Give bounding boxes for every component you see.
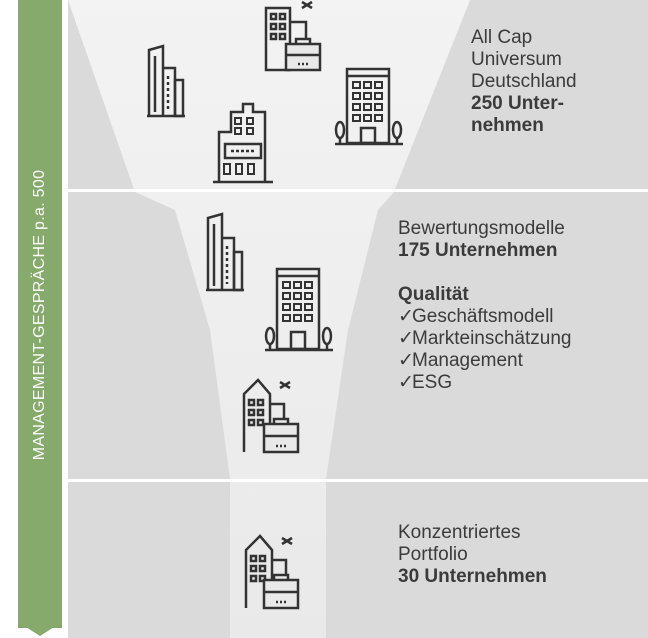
- stage-line: Universum: [471, 49, 562, 70]
- check-icon: ✓: [398, 306, 414, 327]
- side-banner-arrow: [18, 622, 62, 636]
- stage-universe-text: All Cap Universum Deutschland 250 Unter-…: [471, 27, 577, 137]
- stage-portfolio-text: Konzentriertes Portfolio 30 Unternehmen: [398, 522, 547, 588]
- check-icon: ✓: [398, 328, 414, 349]
- office-with-briefcase-icon: [240, 372, 302, 454]
- stage-line: Bewertungsmodelle: [398, 218, 565, 239]
- skyscraper-icon: [209, 98, 277, 184]
- criterion-item: ✓Geschäftsmodell: [398, 306, 554, 327]
- side-banner: [18, 0, 62, 628]
- skyscraper-icon: [263, 266, 335, 354]
- office-with-briefcase-icon: [242, 528, 302, 610]
- office-building-icon: [333, 66, 405, 148]
- stage-line: Portfolio: [398, 544, 468, 565]
- check-icon: ✓: [398, 372, 414, 393]
- stage-valuation-text: Bewertungsmodelle 175 Unternehmen Qualit…: [398, 218, 648, 394]
- company-count: 175 Unternehmen: [398, 240, 558, 261]
- office-with-briefcase-icon: [262, 0, 324, 72]
- quality-title: Qualität: [398, 284, 469, 305]
- tall-building-icon: [204, 212, 246, 292]
- company-count: 30 Unternehmen: [398, 566, 547, 587]
- stage-line: All Cap: [471, 27, 533, 48]
- tall-building-icon: [145, 44, 187, 118]
- stage-line: Konzentriertes: [398, 522, 521, 543]
- stage-line: Deutschland: [471, 71, 577, 92]
- check-icon: ✓: [398, 350, 414, 371]
- criterion-item: ✓Management: [398, 350, 523, 371]
- criterion-item: ✓Markteinschätzung: [398, 328, 572, 349]
- company-count: 250 Unter-: [471, 93, 564, 114]
- company-count-cont: nehmen: [471, 115, 544, 136]
- criterion-item: ✓ESG: [398, 372, 453, 393]
